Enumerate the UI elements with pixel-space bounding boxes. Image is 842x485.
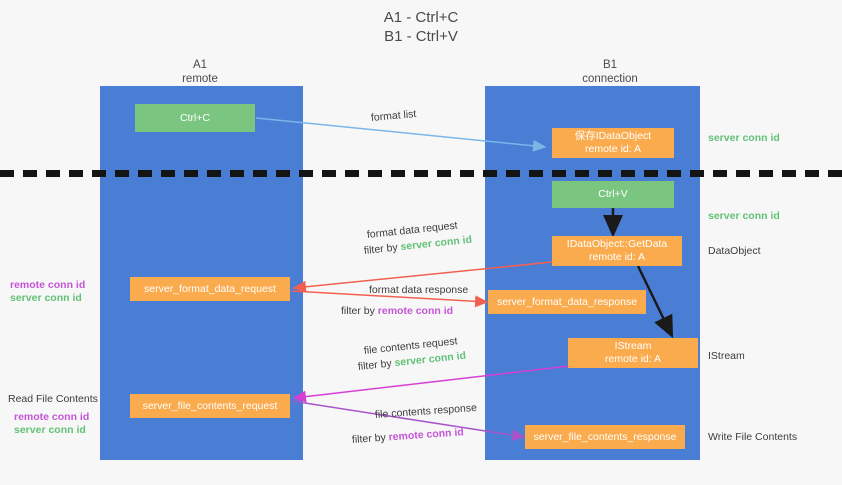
- node-istream-line1: IStream: [614, 340, 652, 352]
- node-set-idataobject[interactable]: 保存IDataObject remote id: A: [552, 128, 674, 158]
- column-header-b1-name: B1: [602, 59, 618, 71]
- node-ctrl-v[interactable]: Ctrl+V: [552, 181, 674, 208]
- right-label-dataobject: DataObject: [708, 245, 761, 257]
- filter-by-text-1: filter by: [363, 241, 402, 257]
- right-label-server-conn-id-1: server conn id: [708, 132, 780, 144]
- filter-by-text-2: filter by: [341, 305, 378, 317]
- node-idataobject-getdata-line1: IDataObject::GetData: [566, 238, 668, 250]
- node-ctrl-c-line1: Ctrl+C: [179, 111, 211, 124]
- right-label-istream: IStream: [708, 350, 745, 362]
- title-line-2: B1 - Ctrl+V: [384, 28, 458, 45]
- left-label-server-conn-id-2: server conn id: [14, 424, 86, 436]
- column-header-b1-sub: connection: [582, 73, 638, 85]
- node-istream[interactable]: IStream remote id: A: [568, 338, 698, 368]
- node-ctrl-v-line1: Ctrl+V: [598, 188, 628, 200]
- edge-label-file-contents-response: file contents response: [374, 401, 478, 421]
- remote-conn-id-text-1: remote conn id: [377, 305, 454, 317]
- divider-dashed-line: [0, 170, 842, 177]
- column-header-a1-sub: remote: [182, 73, 218, 85]
- node-server-file-contents-request-line1: server_file_contents_request: [142, 399, 278, 412]
- edge-label-format-list: format list: [370, 108, 417, 124]
- node-idataobject-getdata[interactable]: IDataObject::GetData remote id: A: [552, 236, 682, 266]
- node-server-format-data-response-line1: server_format_data_response: [496, 295, 638, 308]
- node-ctrl-c[interactable]: Ctrl+C: [135, 104, 255, 132]
- node-server-file-contents-request[interactable]: server_file_contents_request: [130, 394, 290, 418]
- left-label-remote-conn-id-2: remote conn id: [14, 411, 90, 423]
- column-header-a1-name: A1: [192, 59, 208, 71]
- left-label-remote-conn-id-1: remote conn id: [10, 279, 86, 291]
- edge-label-format-data-response: format data response: [369, 284, 469, 296]
- filter-by-text-4: filter by: [351, 431, 390, 446]
- node-server-format-data-request-line1: server_format_data_request: [144, 282, 276, 295]
- column-header-a1: A1 remote: [125, 58, 275, 86]
- right-label-server-conn-id-2: server conn id: [708, 210, 780, 222]
- right-label-write-file-contents: Write File Contents: [708, 431, 798, 443]
- node-idataobject-getdata-line2: remote id: A: [588, 251, 646, 263]
- node-server-format-data-request[interactable]: server_format_data_request: [130, 277, 290, 301]
- node-set-idataobject-line2: remote id: A: [584, 143, 642, 155]
- node-set-idataobject-line1: 保存IDataObject: [574, 130, 652, 142]
- node-server-format-data-response[interactable]: server_format_data_response: [488, 290, 646, 314]
- filter-by-text-3: filter by: [357, 357, 396, 373]
- node-server-file-contents-response[interactable]: server_file_contents_response: [525, 425, 685, 449]
- node-istream-line2: remote id: A: [604, 353, 662, 365]
- left-label-read-file-contents: Read File Contents: [8, 393, 98, 405]
- edge-label-filter-file-contents-response: filter by remote conn id: [352, 426, 465, 447]
- page-title: A1 - Ctrl+C B1 - Ctrl+V: [0, 8, 842, 46]
- remote-conn-id-text-2: remote conn id: [388, 426, 465, 444]
- title-line-1: A1 - Ctrl+C: [383, 9, 459, 26]
- left-label-server-conn-id-1: server conn id: [10, 292, 82, 304]
- node-server-file-contents-response-line1: server_file_contents_response: [533, 430, 677, 443]
- column-header-b1: B1 connection: [535, 58, 685, 86]
- edge-label-filter-format-data-response: filter by remote conn id: [341, 305, 453, 318]
